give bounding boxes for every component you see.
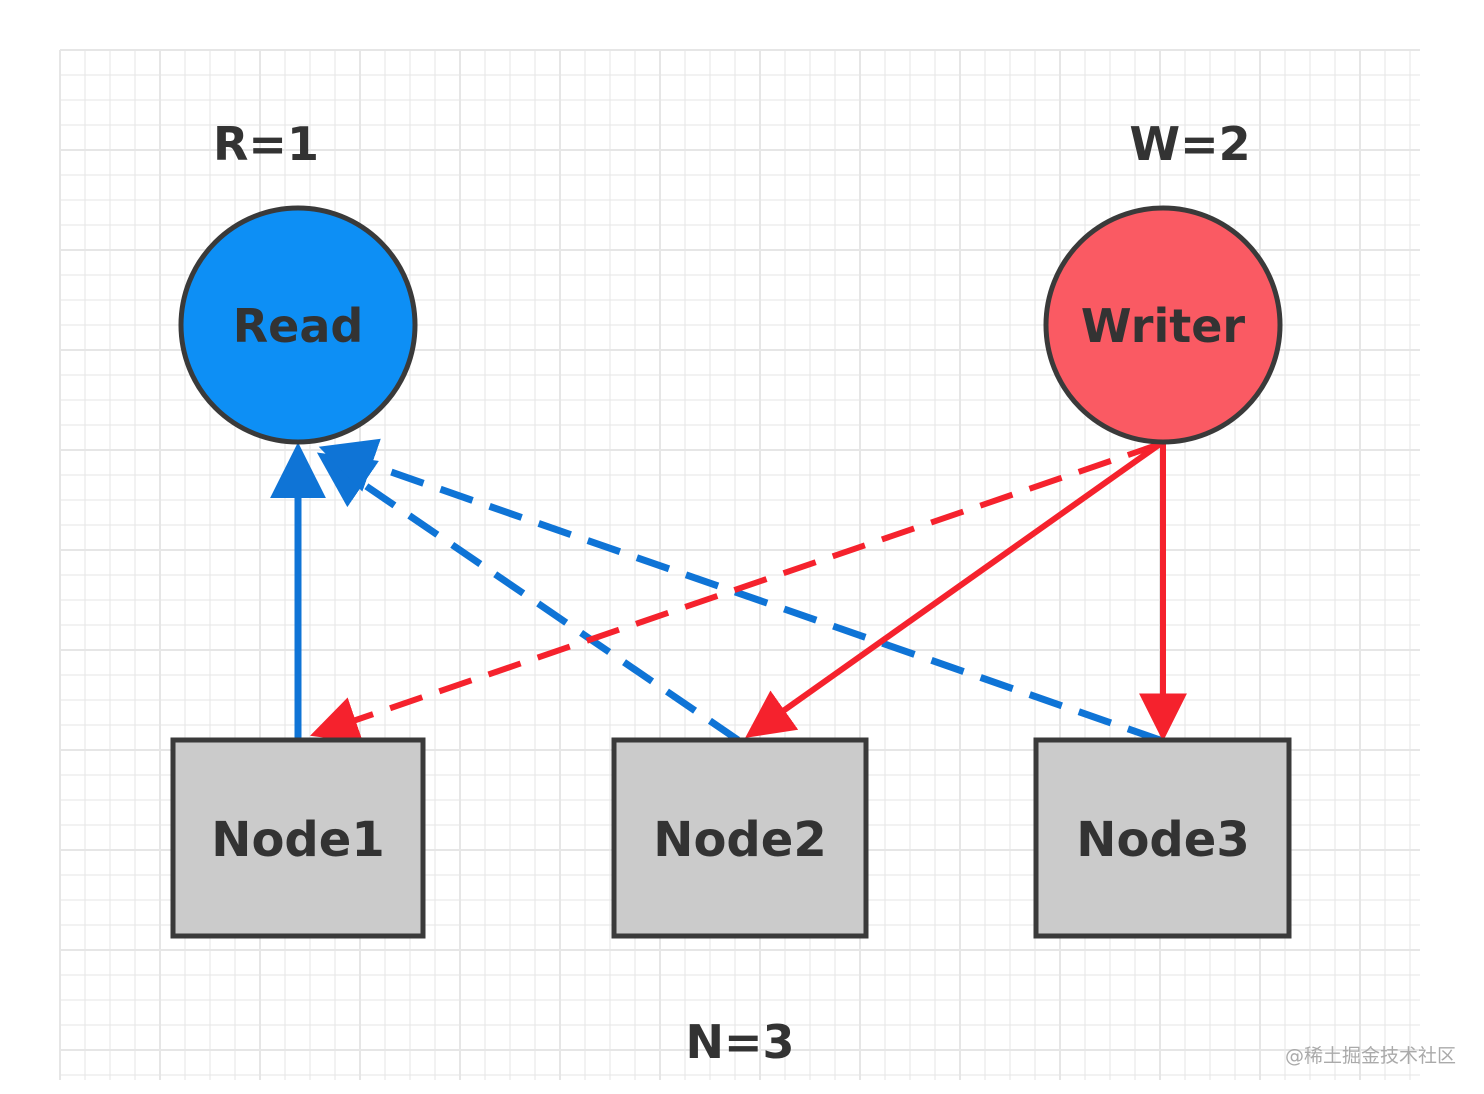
node3: Node3 bbox=[1033, 737, 1292, 939]
edge-writer-to-node2 bbox=[745, 441, 1162, 738]
node2-label: Node2 bbox=[653, 812, 826, 868]
node1-box bbox=[170, 737, 426, 939]
edge-node3-to-read bbox=[318, 438, 1162, 744]
watermark: @稀土掘金技术社区 bbox=[1285, 1045, 1456, 1067]
read-circle bbox=[178, 205, 418, 445]
node3-box bbox=[1033, 737, 1292, 939]
read-client: Read bbox=[178, 205, 418, 445]
node3-label: Node3 bbox=[1076, 812, 1249, 868]
replica-count-label: N=3 bbox=[685, 1015, 794, 1069]
read-quorum-label: R=1 bbox=[213, 117, 319, 171]
edges bbox=[270, 438, 1187, 744]
edge-writer-to-node1 bbox=[310, 441, 1161, 743]
write-quorum-label: W=2 bbox=[1129, 117, 1250, 171]
node1: Node1 bbox=[170, 737, 426, 939]
node2-box bbox=[611, 737, 869, 939]
writer-label: Writer bbox=[1081, 299, 1246, 353]
node1-label: Node1 bbox=[211, 812, 384, 868]
writer-circle bbox=[1043, 205, 1283, 445]
writer-client: Writer bbox=[1043, 205, 1283, 445]
read-label: Read bbox=[233, 299, 364, 353]
node2: Node2 bbox=[611, 737, 869, 939]
edge-node2-to-read bbox=[316, 452, 740, 743]
